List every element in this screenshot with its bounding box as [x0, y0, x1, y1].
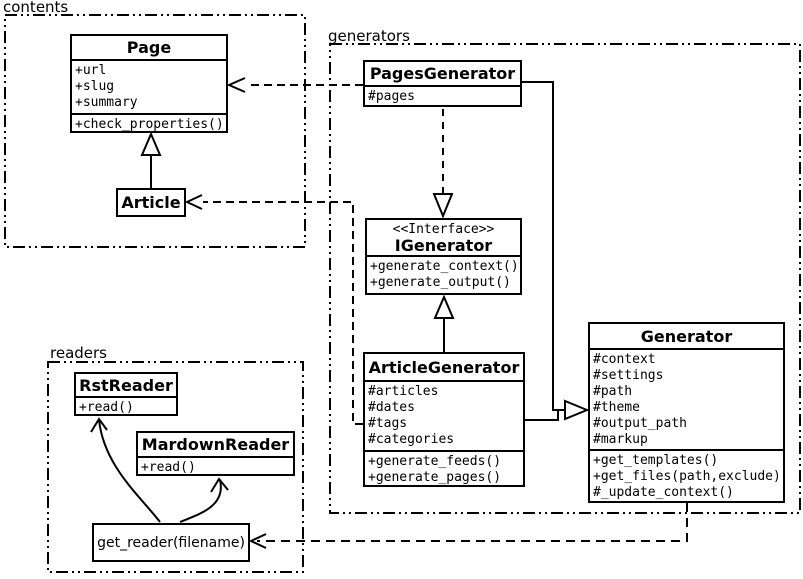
package-contents-border — [4, 14, 306, 248]
inheritance-articlegenerator-to-igenerator — [433, 294, 455, 352]
attribute: +slug — [75, 79, 115, 94]
class-pagesgenerator-attributes: #pages — [365, 87, 520, 105]
class-rstreader-name: RstReader — [76, 374, 176, 398]
class-generator-name: Generator — [590, 324, 783, 350]
class-pagesgenerator-name: PagesGenerator — [365, 62, 520, 87]
class-page-methods: +check_properties() — [72, 113, 226, 131]
attribute: #tags — [368, 416, 408, 431]
method: +generate_feeds() — [368, 454, 502, 469]
attribute: #output_path — [593, 416, 687, 431]
inheritance-article-to-page — [140, 131, 162, 188]
method: +get_files(path,exclude) — [593, 469, 781, 484]
package-readers-label: readers — [50, 344, 107, 362]
dependency-generator-to-getreader — [248, 503, 688, 549]
package-generators-label: generators — [328, 27, 410, 45]
class-articlegenerator-name: ArticleGenerator — [365, 354, 523, 382]
attribute: #path — [593, 384, 633, 399]
class-mardownreader-name: MardownReader — [138, 433, 293, 458]
class-pagesgenerator: PagesGenerator #pages — [363, 60, 522, 107]
method: +generate_output() — [370, 275, 511, 290]
method: +check_properties() — [75, 117, 224, 131]
class-mardownreader: MardownReader +read() — [136, 431, 295, 476]
class-articlegenerator-methods: +generate_feeds() +generate_pages() — [365, 450, 523, 485]
class-igenerator-name: IGenerator — [394, 235, 493, 255]
dependency-pagesgenerator-to-page — [226, 77, 363, 93]
attribute: #context — [593, 352, 656, 367]
class-rstreader: RstReader +read() — [74, 372, 178, 416]
class-generator-attributes: #context #settings #path #theme #output_… — [590, 350, 783, 449]
realization-pagesgenerator-to-igenerator — [432, 109, 454, 219]
method: +get_templates() — [593, 453, 719, 468]
method: #_update_context() — [593, 485, 734, 500]
package-generators-border — [329, 43, 801, 514]
attribute: #theme — [593, 400, 640, 415]
class-generator-methods: +get_templates() +get_files(path,exclude… — [590, 449, 783, 501]
arrow-getreader-to-mardownreader — [179, 477, 229, 523]
package-readers-border — [47, 361, 304, 573]
class-article: Article — [116, 188, 186, 217]
arrow-getreader-to-rstreader — [90, 417, 161, 523]
method: +read() — [141, 460, 196, 474]
function-get-reader-label: get_reader(filename) — [97, 534, 245, 551]
method: +generate_pages() — [368, 470, 502, 485]
class-articlegenerator-attributes: #articles #dates #tags #categories — [365, 382, 523, 450]
attribute: #dates — [368, 400, 415, 415]
method: +read() — [79, 400, 134, 414]
function-get-reader: get_reader(filename) — [92, 523, 250, 562]
attribute: +summary — [75, 95, 138, 110]
class-igenerator-methods: +generate_context() +generate_output() — [367, 257, 520, 293]
attribute: #articles — [368, 384, 439, 399]
class-mardownreader-methods: +read() — [138, 458, 293, 474]
class-igenerator: <<Interface>> IGenerator +generate_conte… — [365, 218, 522, 295]
class-page-attributes: +url +slug +summary — [72, 61, 226, 113]
method: +generate_context() — [370, 259, 519, 274]
class-page-name: Page — [72, 36, 226, 61]
class-igenerator-title: <<Interface>> IGenerator — [367, 220, 520, 257]
package-contents-label: contents — [3, 0, 69, 16]
attribute: #markup — [593, 432, 648, 447]
class-article-name: Article — [121, 193, 181, 212]
class-articlegenerator: ArticleGenerator #articles #dates #tags … — [363, 352, 525, 487]
inheritance-generators-to-generator — [522, 81, 590, 421]
class-rstreader-methods: +read() — [76, 398, 176, 414]
class-generator: Generator #context #settings #path #them… — [588, 322, 785, 503]
attribute: #pages — [368, 89, 415, 104]
class-igenerator-stereotype: <<Interface>> — [392, 221, 495, 237]
attribute: #settings — [593, 368, 664, 383]
attribute: #categories — [368, 432, 455, 447]
dependency-articlegenerator-to-article — [184, 194, 363, 425]
class-page: Page +url +slug +summary +check_properti… — [70, 34, 228, 133]
attribute: +url — [75, 63, 107, 78]
